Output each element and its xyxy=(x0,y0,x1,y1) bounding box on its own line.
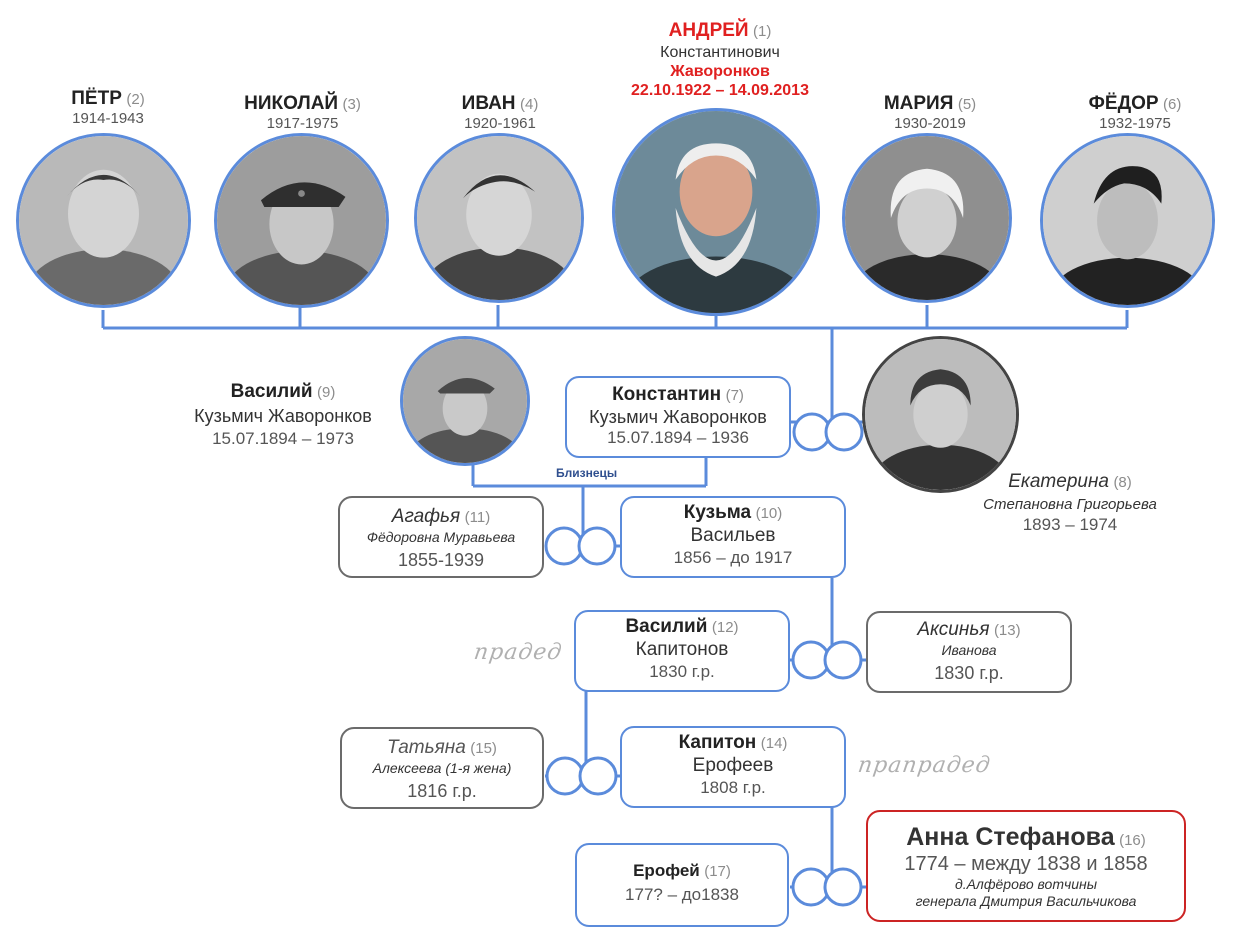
label-andrei: АНДРЕЙ (1) Константинович Жаворонков 22.… xyxy=(631,20,809,100)
card-kuzma-10[interactable]: Кузьма (10) Васильев 1856 – до 1917 xyxy=(620,496,846,578)
photo-ivan xyxy=(414,133,584,303)
prapraded-label: прапрадед xyxy=(856,753,993,778)
label-ivan: ИВАН (4) 1920-1961 xyxy=(461,93,539,132)
card-anna-stefanova-16[interactable]: Анна Стефанова (16) 1774 – между 1838 и … xyxy=(866,810,1186,922)
label-ekaterina-8: Екатерина (8) Степановна Григорьева 1893… xyxy=(983,471,1157,535)
card-aksinya-13[interactable]: Аксинья (13) Иванова 1830 г.р. xyxy=(866,611,1072,693)
marriage-rings xyxy=(544,412,864,907)
photo-ekaterina-8 xyxy=(862,336,1019,493)
twins-label: Близнецы xyxy=(556,466,618,480)
card-agafya-11[interactable]: Агафья (11) Фёдоровна Муравьева 1855-193… xyxy=(338,496,544,578)
photo-fedor xyxy=(1040,133,1215,308)
praded-label: прадед xyxy=(472,640,565,665)
card-konstantin-7[interactable]: Константин (7) Кузьмич Жаворонков 15.07.… xyxy=(565,376,791,458)
card-erofei-17[interactable]: Ерофей (17) 177? – до1838 xyxy=(575,843,789,927)
label-maria: МАРИЯ (5) 1930-2019 xyxy=(883,93,977,132)
photo-maria xyxy=(842,133,1012,303)
label-petr: ПЁТР (2) 1914-1943 xyxy=(71,88,145,127)
card-kapiton-14[interactable]: Капитон (14) Ерофеев 1808 г.р. xyxy=(620,726,846,808)
photo-vasily-9 xyxy=(400,336,530,466)
photo-nikolai xyxy=(214,133,389,308)
card-vasily-12[interactable]: Василий (12) Капитонов 1830 г.р. xyxy=(574,610,790,692)
photo-petr xyxy=(16,133,191,308)
label-vasily-9: Василий (9) Кузьмич Жаворонков 15.07.189… xyxy=(194,381,372,449)
label-fedor: ФЁДОР (6) 1932-1975 xyxy=(1088,93,1182,132)
card-tatyana-15[interactable]: Татьяна (15) Алексеева (1-я жена) 1816 г… xyxy=(340,727,544,809)
photo-andrei xyxy=(612,108,820,316)
label-nikolai: НИКОЛАЙ (3) 1917-1975 xyxy=(244,93,361,132)
